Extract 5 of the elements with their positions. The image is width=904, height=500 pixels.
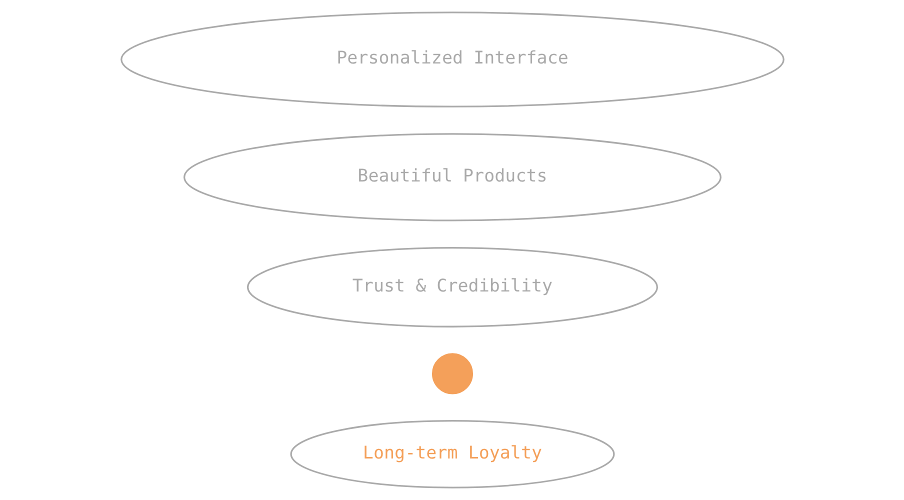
node-ellipse: Beautiful Products bbox=[183, 133, 721, 222]
node-ellipse: Trust & Credibility bbox=[246, 247, 658, 328]
node-ellipse: Long-term Loyalty bbox=[290, 420, 614, 488]
node-ellipse: Personalized Interface bbox=[120, 12, 784, 108]
node-circle bbox=[431, 353, 473, 394]
